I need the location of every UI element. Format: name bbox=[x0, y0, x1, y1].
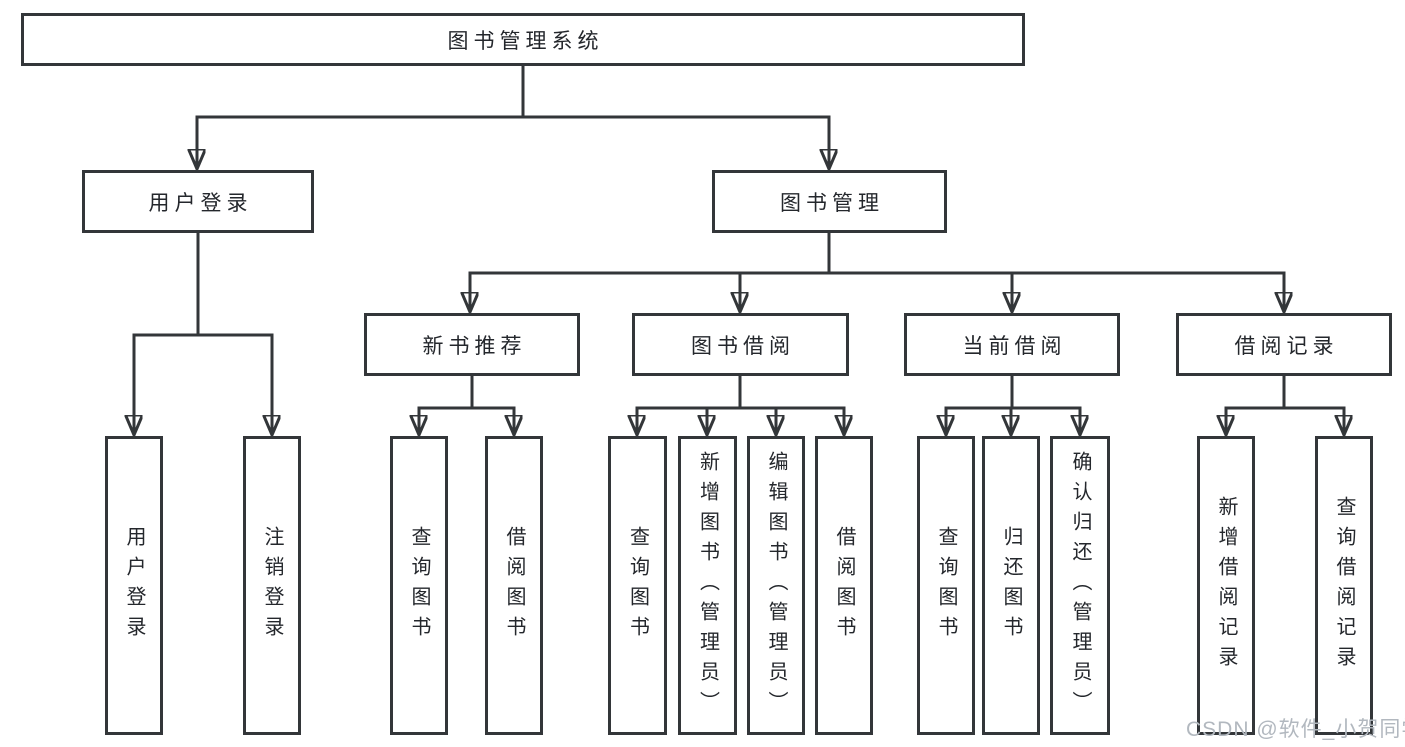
node-borrow-record: 借阅记录 bbox=[1176, 313, 1392, 376]
leaf-query-books: 查询图书 bbox=[608, 436, 667, 735]
connector-login-trunk bbox=[132, 231, 274, 337]
leaf-borrow-books: 借阅图书 bbox=[485, 436, 543, 735]
leaf-user-login: 用户登录 bbox=[105, 436, 163, 735]
connector-mgmt-trunk bbox=[468, 231, 1286, 275]
connector-newbook-trunk bbox=[417, 374, 516, 410]
connector-record-trunk bbox=[1224, 374, 1346, 410]
connector-current-trunk bbox=[944, 374, 1082, 410]
leaf-query-borrow-record: 查询借阅记录 bbox=[1315, 436, 1373, 735]
node-book-management: 图书管理 bbox=[712, 170, 947, 233]
leaf-logout: 注销登录 bbox=[243, 436, 301, 735]
leaf-add-borrow-record: 新增借阅记录 bbox=[1197, 436, 1255, 735]
node-user-login: 用户登录 bbox=[82, 170, 314, 233]
connector-borrow-trunk bbox=[635, 374, 846, 410]
leaf-add-books-admin: 新增图书（管理员） bbox=[678, 436, 737, 735]
connector-root-trunk bbox=[195, 64, 831, 119]
node-book-borrow: 图书借阅 bbox=[632, 313, 849, 376]
csdn-watermark: CSDN @软件_小贺同学 bbox=[1186, 718, 1405, 741]
leaf-return-books: 归还图书 bbox=[982, 436, 1040, 735]
leaf-confirm-return-admin: 确认归还（管理员） bbox=[1050, 436, 1110, 735]
node-new-book-recommend: 新书推荐 bbox=[364, 313, 580, 376]
node-library-management-system: 图书管理系统 bbox=[21, 13, 1025, 66]
leaf-query-books: 查询图书 bbox=[917, 436, 975, 735]
node-current-borrow: 当前借阅 bbox=[904, 313, 1120, 376]
leaf-borrow-books: 借阅图书 bbox=[815, 436, 873, 735]
leaf-query-books: 查询图书 bbox=[390, 436, 448, 735]
leaf-edit-books-admin: 编辑图书（管理员） bbox=[747, 436, 805, 735]
